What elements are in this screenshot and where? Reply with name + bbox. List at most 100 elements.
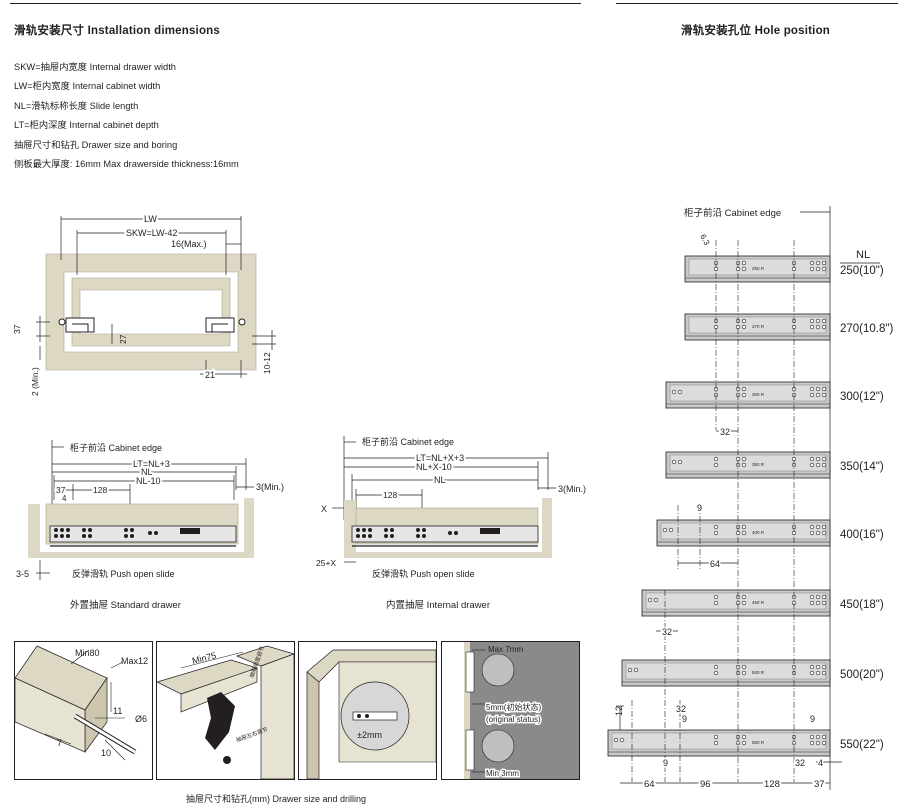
dim-96: 96 <box>700 779 711 790</box>
slide-code-3: 350 R <box>752 462 765 467</box>
dim-9-c: 9 <box>810 714 815 724</box>
slide-code-5: 450 R <box>752 600 765 605</box>
dim-10-12-label: 10-12 <box>262 352 272 374</box>
detail-box-adjustment: Min75 抽屉高度调节 抽屉左右调节 <box>156 641 295 780</box>
dim-128: 128 <box>764 779 780 790</box>
installation-title: 滑轨安装尺寸 Installation dimensions <box>14 25 220 37</box>
std-caption: 外置抽屉 Standard drawer <box>70 599 181 611</box>
dim-32-c: 32 <box>676 704 686 714</box>
bottom-caption: 抽屉尺寸和钻孔(mm) Drawer size and drilling <box>186 794 367 804</box>
detail-7: 7 <box>57 738 62 748</box>
definitions-list: SKW=抽屉内宽度 Internal drawer width LW=柜内宽度 … <box>14 58 239 174</box>
detail-box-front: ±2mm <box>298 641 437 780</box>
slide-size-7: 550(22") <box>840 739 884 751</box>
std-min-3: 3(Min.) <box>256 482 284 492</box>
max-gap-label: 16(Max.) <box>171 239 207 249</box>
dim-4: 4 <box>818 758 823 768</box>
std-lt-label: LT=NL+3 <box>133 459 170 469</box>
dim-37: 37 <box>814 779 825 790</box>
dim-6-3: 6.3 <box>698 233 711 248</box>
detail-max12: Max12 <box>121 656 148 666</box>
slide-size-5: 450(18") <box>840 599 884 611</box>
int-x-label: X <box>321 504 327 514</box>
slide-size-3: 350(14") <box>840 461 884 473</box>
int-nl-x-label: NL+X-10 <box>416 462 452 472</box>
detail-min80: Min80 <box>75 648 100 658</box>
detail-pm2: ±2mm <box>357 730 382 740</box>
detail-box-boring: Min80 Max12 11 Ø6 7 10 <box>14 641 153 780</box>
std-dim-37: 37 <box>56 485 66 495</box>
slide-size-2: 300(12") <box>840 391 884 403</box>
dim-64-b: 64 <box>644 779 655 790</box>
slide-size-0: 250(10") <box>840 265 884 277</box>
slide-rail-5: 450 R 450(18") <box>641 589 884 617</box>
dim-12: 12 <box>614 706 624 716</box>
slide-rail-7: 550 R 550(22") <box>607 729 884 757</box>
std-dim-128: 128 <box>93 485 107 495</box>
dim-32-b: 32 <box>662 627 672 637</box>
detail-max7: Max 7mm <box>488 645 523 654</box>
dim-64-a: 64 <box>710 559 720 569</box>
slide-rail-3: 350 R 350(14") <box>665 451 884 479</box>
height-27-label: 27 <box>118 334 128 344</box>
slide-rail-0: 250 R 250(10") <box>684 255 884 283</box>
detail-box-gap: Max 7mm 5mm(初始状态) (original status) Min … <box>441 641 580 780</box>
dim-9-a: 9 <box>697 503 702 513</box>
slide-code-4: 400 R <box>752 530 765 535</box>
int-min-3: 3(Min.) <box>558 484 586 494</box>
detail-5mm: 5mm(初始状态) <box>486 702 541 712</box>
slide-size-1: 270(10.8") <box>840 323 893 335</box>
dim-21-label: 21 <box>205 370 215 380</box>
definition-lt: LT=柜内深度 Internal cabinet depth <box>14 120 159 131</box>
dim-32-a: 32 <box>720 427 730 437</box>
std-dim-4: 4 <box>62 494 67 503</box>
dim-9-d: 9 <box>663 758 668 768</box>
std-slide-label: 反弹滑轨 Push open slide <box>72 568 175 579</box>
slide-rail-2: 300 R 300(12") <box>665 381 884 409</box>
definition-thickness: 侧板最大厚度: 16mm Max drawerside thickness:16… <box>14 159 239 170</box>
detail-min3mm: Min 3mm <box>486 769 519 778</box>
std-dim-3-5: 3-5 <box>16 569 29 579</box>
slide-rail-1: 270 R 270(10.8") <box>684 313 893 341</box>
definition-lw: LW=柜内宽度 Internal cabinet width <box>14 81 161 92</box>
skw-label: SKW=LW-42 <box>126 228 177 238</box>
int-nl-label: NL <box>434 475 446 485</box>
int-dim-128: 128 <box>383 490 397 500</box>
slide-code-7: 550 R <box>752 740 765 745</box>
dim-9-b: 9 <box>682 714 687 724</box>
slide-code-6: 500 R <box>752 670 765 675</box>
right-cabinet-edge: 柜子前沿 Cabinet edge <box>684 207 781 219</box>
lw-label: LW <box>144 214 157 224</box>
nl-header: NL <box>856 249 870 261</box>
hole-position-title: 滑轨安装孔位 Hole position <box>681 25 831 37</box>
min-2-label: 2 (Min.) <box>30 367 40 396</box>
detail-10: 10 <box>101 748 111 758</box>
slide-code-0: 250 R <box>752 266 765 271</box>
slide-size-4: 400(16") <box>840 529 884 541</box>
definition-drawer-size: 抽屉尺寸和钻孔 Drawer size and boring <box>14 139 178 150</box>
slide-code-2: 300 R <box>752 392 765 397</box>
std-cabinet-edge: 柜子前沿 Cabinet edge <box>70 442 162 453</box>
dim-32-d: 32 <box>795 758 805 768</box>
slide-rail-6: 500 R 500(20") <box>621 659 884 687</box>
definition-skw: SKW=抽屉内宽度 Internal drawer width <box>14 62 176 72</box>
detail-11: 11 <box>113 706 122 716</box>
detail-original: (original status) <box>486 715 541 724</box>
int-cabinet-edge: 柜子前沿 Cabinet edge <box>362 436 454 447</box>
std-nl-label: NL <box>141 467 153 477</box>
top-rule-left <box>10 3 581 4</box>
detail-d6: Ø6 <box>135 714 147 724</box>
int-slide-label: 反弹滑轨 Push open slide <box>372 568 475 579</box>
top-rule-right <box>616 3 898 4</box>
slide-layer: 250 R 250(10") 270 R 270(10.8") 300 R 300(12"… <box>607 255 893 757</box>
int-dim-25x: 25+X <box>316 558 336 568</box>
height-37-label: 37 <box>12 324 22 334</box>
int-caption: 内置抽屉 Internal drawer <box>386 599 490 611</box>
std-nl-minus-label: NL-10 <box>136 476 161 486</box>
slide-code-1: 270 R <box>752 324 765 329</box>
slide-size-6: 500(20") <box>840 669 884 681</box>
